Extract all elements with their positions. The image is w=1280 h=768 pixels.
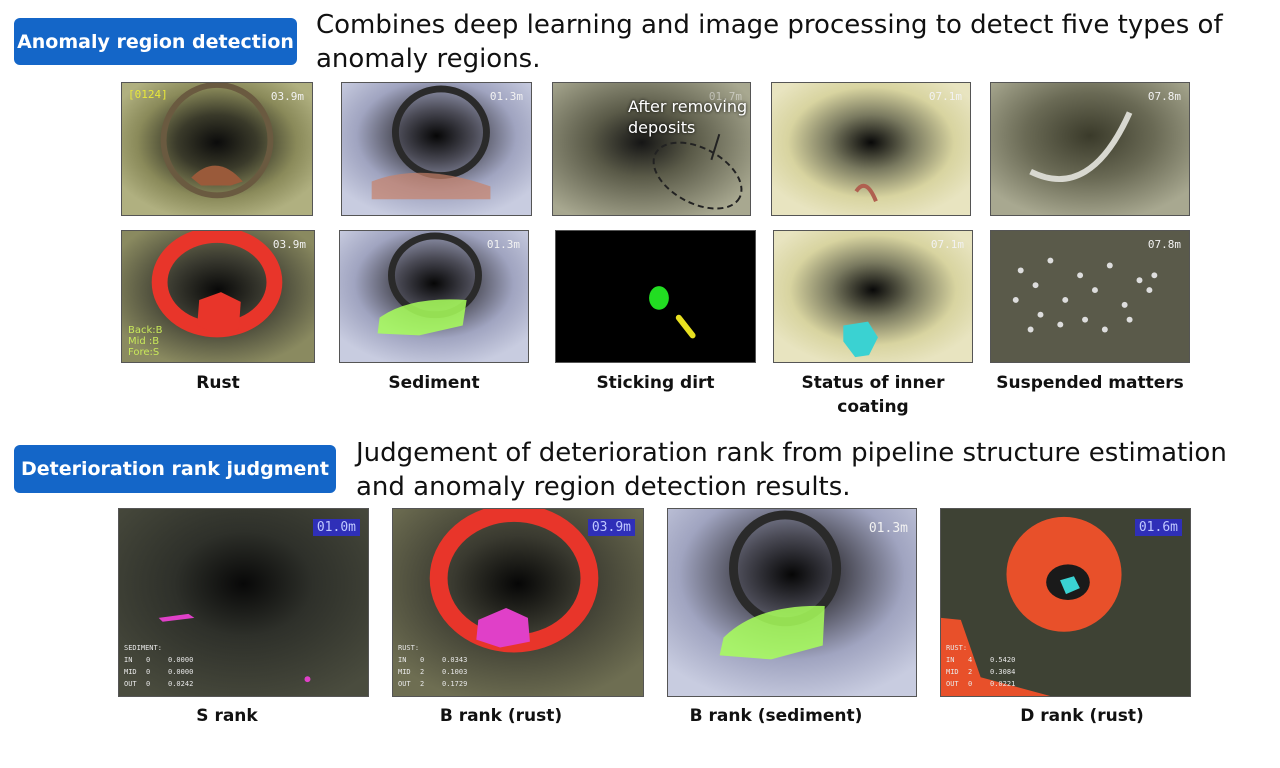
rust-overlay-fore: Fore:S (128, 347, 160, 358)
suspended-matters-distance-top: 07.8m (1147, 90, 1181, 103)
rust-frame-id: [0124] (128, 88, 168, 101)
sticking-dirt-caption: Sticking dirt (596, 373, 715, 393)
suspended-matters-caption: Suspended matters (996, 373, 1184, 393)
inner-coating-caption-line-2: coating (837, 397, 909, 417)
after-removing-deposits-callout: After removing deposits (628, 96, 747, 138)
b-rank-sediment-caption: B rank (sediment) (689, 706, 863, 726)
rust-distance-top: 03.9m (270, 90, 304, 103)
callout-line-1: After removing (628, 97, 748, 116)
inner-coating-distance-bottom: 07.1m (930, 238, 964, 251)
sediment-original-image: 01.3m (341, 82, 532, 216)
inner-coating-caption-line: Status of inner (801, 373, 945, 393)
sticking-dirt-distance-top: 01.7m (708, 90, 742, 103)
s-rank-caption: S rank (196, 706, 258, 726)
anomaly-detection-description: Combines deep learning and image process… (316, 10, 1223, 74)
d-rank-rust-distance: 01.6m (1134, 519, 1182, 536)
rust-original-image: [0124] 03.9m (121, 82, 313, 216)
sticking-dirt-original-image: After removing deposits 01.7m (552, 82, 751, 216)
inner-coating-distance-top: 07.1m (928, 90, 962, 103)
deterioration-rank-description: Judgement of deterioration rank from pip… (356, 438, 1227, 502)
sediment-distance-top: 01.3m (489, 90, 523, 103)
b-rank-sediment-distance: 01.3m (868, 521, 908, 536)
sediment-distance-bottom: 01.3m (486, 238, 520, 251)
deterioration-rank-badge: Deterioration rank judgment (14, 445, 336, 493)
suspended-matters-original-image: 07.8m (990, 82, 1190, 216)
s-rank-distance: 01.0m (312, 519, 360, 536)
rust-caption: Rust (196, 373, 240, 393)
rust-detection-image: 03.9m Back:B Mid :B Fore:S (121, 230, 315, 363)
suspended-matters-distance-bottom: 07.8m (1147, 238, 1181, 251)
sticking-dirt-detection-image (555, 230, 756, 363)
rust-rank-overlay: Back:B Mid :B Fore:S (128, 325, 163, 358)
rust-distance-bottom: 03.9m (272, 238, 306, 251)
rust-overlay-back: Back:B (128, 325, 163, 336)
b-rank-rust-distance: 03.9m (587, 519, 635, 536)
anomaly-region-detection-badge: Anomaly region detection (14, 18, 297, 65)
d-rank-rust-stats-title: RUST: (946, 644, 968, 652)
inner-coating-original-image: 07.1m (771, 82, 971, 216)
s-rank-stats-title: SEDIMENT: (124, 644, 162, 652)
rust-overlay-mid: Mid :B (128, 336, 160, 347)
sediment-detection-image: 01.3m (339, 230, 529, 363)
inner-coating-caption: Status of inner coating (773, 371, 973, 419)
callout-line-2: deposits (628, 118, 696, 137)
b-rank-rust-caption: B rank (rust) (439, 706, 563, 726)
b-rank-sediment-image: 01.3m (667, 508, 917, 697)
suspended-matters-detection-image: 07.8m (990, 230, 1190, 363)
b-rank-rust-stats-title: RUST: (398, 644, 420, 652)
inner-coating-detection-image: 07.1m (773, 230, 973, 363)
d-rank-rust-caption: D rank (rust) (1020, 706, 1144, 726)
sediment-caption: Sediment (388, 373, 480, 393)
